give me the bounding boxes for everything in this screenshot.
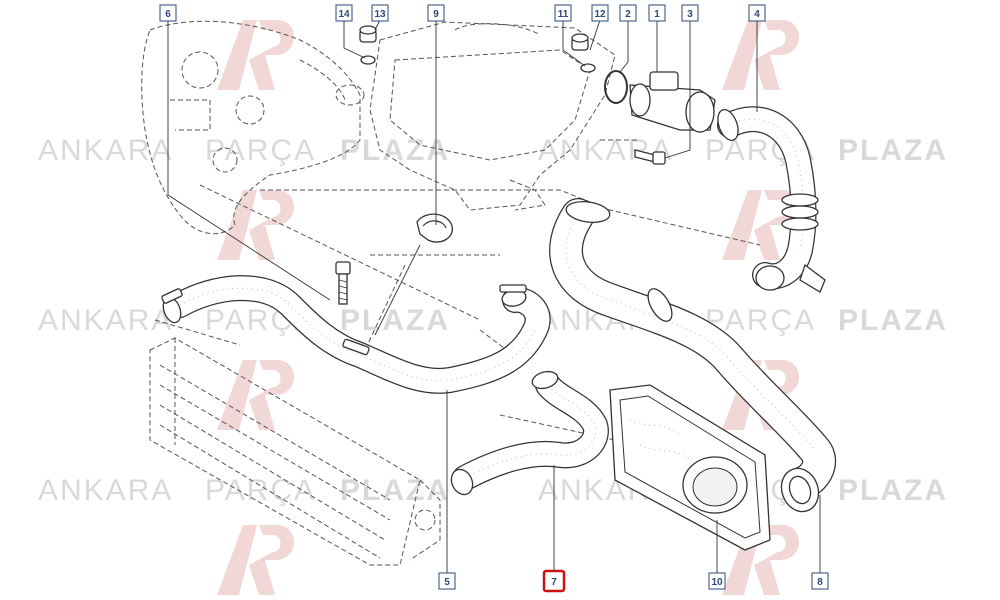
svg-text:13: 13 [374, 9, 386, 20]
svg-text:5: 5 [444, 577, 450, 588]
watermark-word-parca: PARÇA [205, 474, 316, 507]
watermark-logo-icon [217, 20, 295, 90]
part-7-turbo-hose [450, 370, 609, 496]
callout-12[interactable]: 12 [591, 4, 609, 22]
part-9-hose-clamp [416, 213, 453, 243]
svg-text:1: 1 [654, 9, 660, 20]
svg-text:2: 2 [625, 9, 631, 20]
intercooler-outline [149, 337, 441, 566]
watermark-logo-icon [217, 360, 295, 430]
callout-13[interactable]: 13 [371, 4, 389, 22]
watermark-word-plaza: PLAZA [838, 474, 948, 507]
watermark-logo-icon [722, 20, 800, 90]
callout-2[interactable]: 2 [619, 4, 637, 22]
watermark-word-plaza: PLAZA [340, 474, 450, 507]
part-4-turbo-outlet-hose [717, 106, 826, 293]
callout-1[interactable]: 1 [648, 4, 666, 22]
svg-text:7: 7 [551, 577, 557, 588]
watermark-word-ankara: ANKARA [38, 474, 173, 507]
svg-text:4: 4 [754, 9, 760, 20]
callout-8[interactable]: 8 [811, 572, 829, 590]
svg-text:11: 11 [558, 9, 569, 20]
part-5-intercooler-hose [161, 275, 551, 394]
callout-leader-lines [167, 19, 821, 573]
callout-7[interactable]: 7 [542, 569, 566, 593]
callout-11[interactable]: 11 [554, 4, 572, 22]
part-11-grommet [571, 33, 589, 51]
watermark-word-ankara: ANKARA [38, 134, 173, 167]
svg-text:10: 10 [711, 577, 723, 588]
callout-10[interactable]: 10 [708, 572, 726, 590]
svg-text:3: 3 [687, 9, 693, 20]
watermark-word-plaza: PLAZA [838, 134, 948, 167]
part-13-grommet [359, 25, 377, 43]
watermark-logo-icon [217, 525, 295, 595]
engine-block-outline [141, 20, 365, 235]
part-8-air-intake-hose [549, 198, 837, 513]
bolt-icon [335, 261, 351, 305]
callout-3[interactable]: 3 [681, 4, 699, 22]
watermark-word-ankara: ANKARA [38, 304, 173, 337]
part-3-bolt [634, 149, 666, 165]
callout-4[interactable]: 4 [748, 4, 766, 22]
svg-text:12: 12 [594, 9, 606, 20]
part-10-air-filter-housing [609, 384, 771, 551]
svg-text:9: 9 [433, 9, 439, 20]
callout-labels: 6 14 13 9 11 12 2 1 [159, 4, 829, 593]
part-2-o-ring [604, 70, 628, 104]
svg-text:8: 8 [817, 577, 823, 588]
intake-manifold-outline [369, 21, 616, 211]
svg-text:14: 14 [338, 9, 350, 20]
callout-6[interactable]: 6 [159, 4, 177, 22]
part-12-washer [580, 63, 596, 73]
callout-14[interactable]: 14 [335, 4, 353, 22]
part-1-air-flow-meter [629, 71, 716, 133]
watermark-word-plaza: PLAZA [838, 304, 948, 337]
callout-9[interactable]: 9 [427, 4, 445, 22]
svg-text:6: 6 [165, 9, 171, 20]
callout-5[interactable]: 5 [438, 572, 456, 590]
watermark-word-plaza: PLAZA [340, 134, 450, 167]
watermark-word-plaza: PLAZA [340, 304, 450, 337]
watermark-word-parca: PARÇA [205, 134, 316, 167]
